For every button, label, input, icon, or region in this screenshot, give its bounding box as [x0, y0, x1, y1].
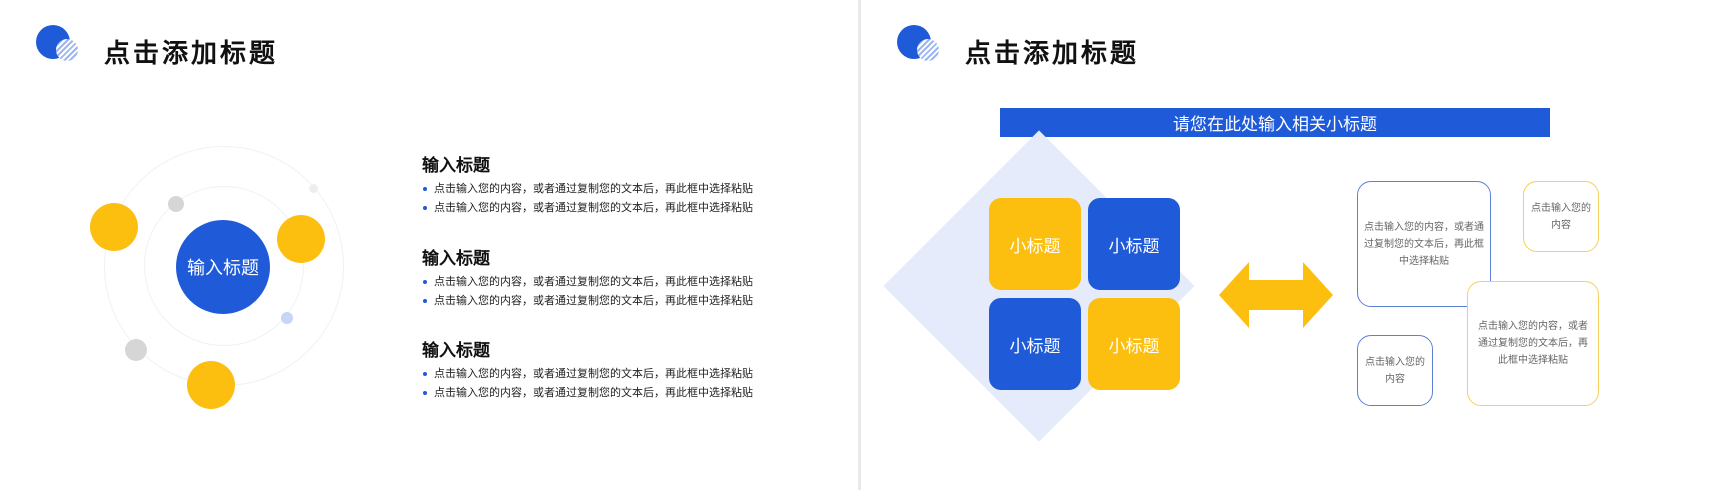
light-blue-dot — [281, 312, 293, 324]
tile-top-right[interactable]: 小标题 — [1088, 198, 1180, 290]
yellow-dot — [187, 361, 235, 409]
content-item: 输入标题 点击输入您的内容，或者通过复制您的文本后，再此框中选择粘贴 点击输入您… — [422, 244, 842, 310]
item-heading[interactable]: 输入标题 — [422, 341, 490, 361]
logo-icon — [897, 25, 945, 65]
yellow-dot — [277, 215, 325, 263]
text-box[interactable]: 点击输入您的内容 — [1357, 335, 1433, 406]
gray-dot — [168, 196, 184, 212]
item-bullet[interactable]: 点击输入您的内容，或者通过复制您的文本后，再此框中选择粘贴 — [422, 272, 842, 291]
item-heading[interactable]: 输入标题 — [422, 156, 490, 176]
item-bullet[interactable]: 点击输入您的内容，或者通过复制您的文本后，再此框中选择粘贴 — [422, 291, 842, 310]
double-arrow-icon — [1219, 262, 1333, 328]
slide-left: 点击添加标题 输入标题 输入标题 点击输入您的内容，或者通过复制您的文本后，再此… — [0, 0, 858, 490]
item-bullet[interactable]: 点击输入您的内容，或者通过复制您的文本后，再此框中选择粘贴 — [422, 364, 842, 383]
inner-orbit — [144, 186, 304, 346]
item-bullet[interactable]: 点击输入您的内容，或者通过复制您的文本后，再此框中选择粘贴 — [422, 179, 842, 198]
slide-title[interactable]: 点击添加标题 — [104, 39, 279, 69]
slide-right: 点击添加标题 请您在此处输入相关小标题 小标题 小标题 小标题 小标题 点击输入… — [861, 0, 1720, 490]
logo-icon — [36, 25, 84, 65]
small-gray-dot — [309, 184, 318, 193]
text-box[interactable]: 点击输入您的内容，或者通过复制您的文本后，再此框中选择粘贴 — [1467, 281, 1599, 406]
slide-title[interactable]: 点击添加标题 — [965, 39, 1140, 69]
subtitle-banner[interactable]: 请您在此处输入相关小标题 — [1000, 108, 1550, 137]
item-bullet[interactable]: 点击输入您的内容，或者通过复制您的文本后，再此框中选择粘贴 — [422, 383, 842, 402]
item-heading[interactable]: 输入标题 — [422, 249, 490, 269]
center-circle[interactable]: 输入标题 — [176, 220, 270, 314]
tile-top-left[interactable]: 小标题 — [989, 198, 1081, 290]
item-bullet[interactable]: 点击输入您的内容，或者通过复制您的文本后，再此框中选择粘贴 — [422, 198, 842, 217]
tile-bottom-right[interactable]: 小标题 — [1088, 298, 1180, 390]
text-box[interactable]: 点击输入您的内容 — [1523, 181, 1599, 252]
tile-bottom-left[interactable]: 小标题 — [989, 298, 1081, 390]
content-item: 输入标题 点击输入您的内容，或者通过复制您的文本后，再此框中选择粘贴 点击输入您… — [422, 151, 842, 217]
gray-dot — [125, 339, 147, 361]
yellow-dot — [90, 203, 138, 251]
content-item: 输入标题 点击输入您的内容，或者通过复制您的文本后，再此框中选择粘贴 点击输入您… — [422, 336, 842, 402]
